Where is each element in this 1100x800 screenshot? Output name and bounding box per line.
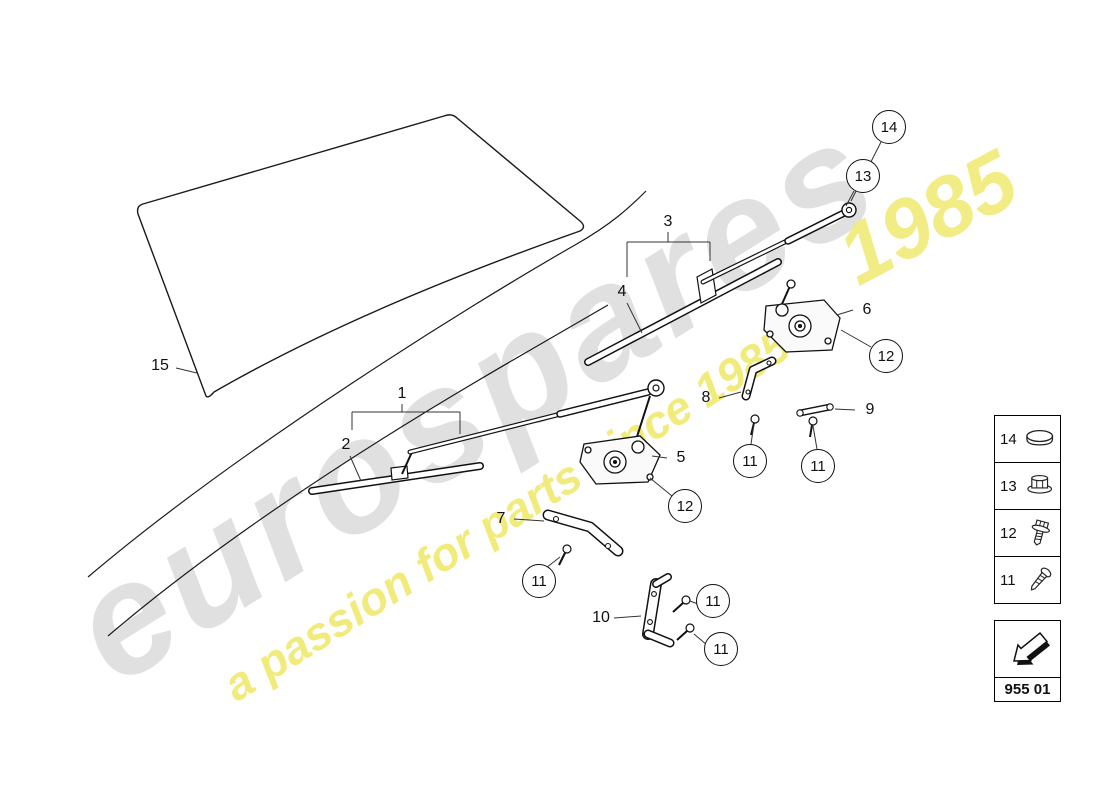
- callout-11[interactable]: 11: [801, 449, 835, 483]
- legend-label-12: 12: [1000, 524, 1017, 542]
- callout-6[interactable]: 6: [862, 301, 872, 318]
- diagram-code[interactable]: 955 01: [994, 677, 1061, 702]
- wiper-motor-right: [763, 279, 841, 353]
- callout-11[interactable]: 11: [704, 632, 738, 666]
- wiper-arm-lower: [407, 379, 665, 455]
- callout-12[interactable]: 12: [668, 489, 702, 523]
- callout-2[interactable]: 2: [341, 436, 351, 453]
- legend-item-13[interactable]: 13: [994, 462, 1061, 510]
- legend-item-14[interactable]: 14: [994, 415, 1061, 463]
- callout-14[interactable]: 14: [872, 110, 906, 144]
- cap-icon: [1025, 430, 1053, 446]
- callout-12[interactable]: 12: [869, 339, 903, 373]
- wiper-blade-lower: [308, 451, 484, 495]
- legend-label-14: 14: [1000, 430, 1017, 448]
- body-contour-lines: [87, 190, 647, 637]
- legend-label-13: 13: [1000, 477, 1017, 495]
- mounting-bracket-7: [542, 509, 624, 557]
- hardware-legend: 14 13 12: [994, 415, 1061, 604]
- mounting-bracket-8: [741, 356, 777, 401]
- callout-10[interactable]: 10: [592, 609, 610, 626]
- callout-13[interactable]: 13: [846, 159, 880, 193]
- direction-arrow-icon: [994, 620, 1061, 678]
- windshield-glass: [136, 114, 585, 398]
- mounting-bracket-10: [642, 573, 675, 648]
- legend-item-12[interactable]: 12: [994, 509, 1061, 557]
- legend-label-11: 11: [1000, 571, 1016, 589]
- callout-7[interactable]: 7: [496, 510, 506, 527]
- mounting-bracket-9: [796, 403, 834, 417]
- callout-1[interactable]: 1: [397, 385, 407, 402]
- diagram-code-box: 955 01: [994, 620, 1061, 702]
- callout-9[interactable]: 9: [865, 401, 875, 418]
- callout-11[interactable]: 11: [733, 444, 767, 478]
- wiper-arm-upper: [700, 202, 857, 285]
- callout-4[interactable]: 4: [617, 283, 627, 300]
- screw-icon: [1030, 567, 1051, 591]
- callout-15[interactable]: 15: [151, 357, 169, 374]
- flange-bolt-icon: [1031, 519, 1050, 546]
- wiper-blade-upper: [584, 258, 782, 366]
- callout-11[interactable]: 11: [522, 564, 556, 598]
- legend-item-11[interactable]: 11: [994, 556, 1061, 604]
- callout-3[interactable]: 3: [663, 213, 673, 230]
- callout-11[interactable]: 11: [696, 584, 730, 618]
- flange-nut-icon: [1026, 474, 1052, 494]
- wiper-motor-center: [579, 395, 661, 485]
- callout-5[interactable]: 5: [676, 449, 686, 466]
- callout-8[interactable]: 8: [701, 389, 711, 406]
